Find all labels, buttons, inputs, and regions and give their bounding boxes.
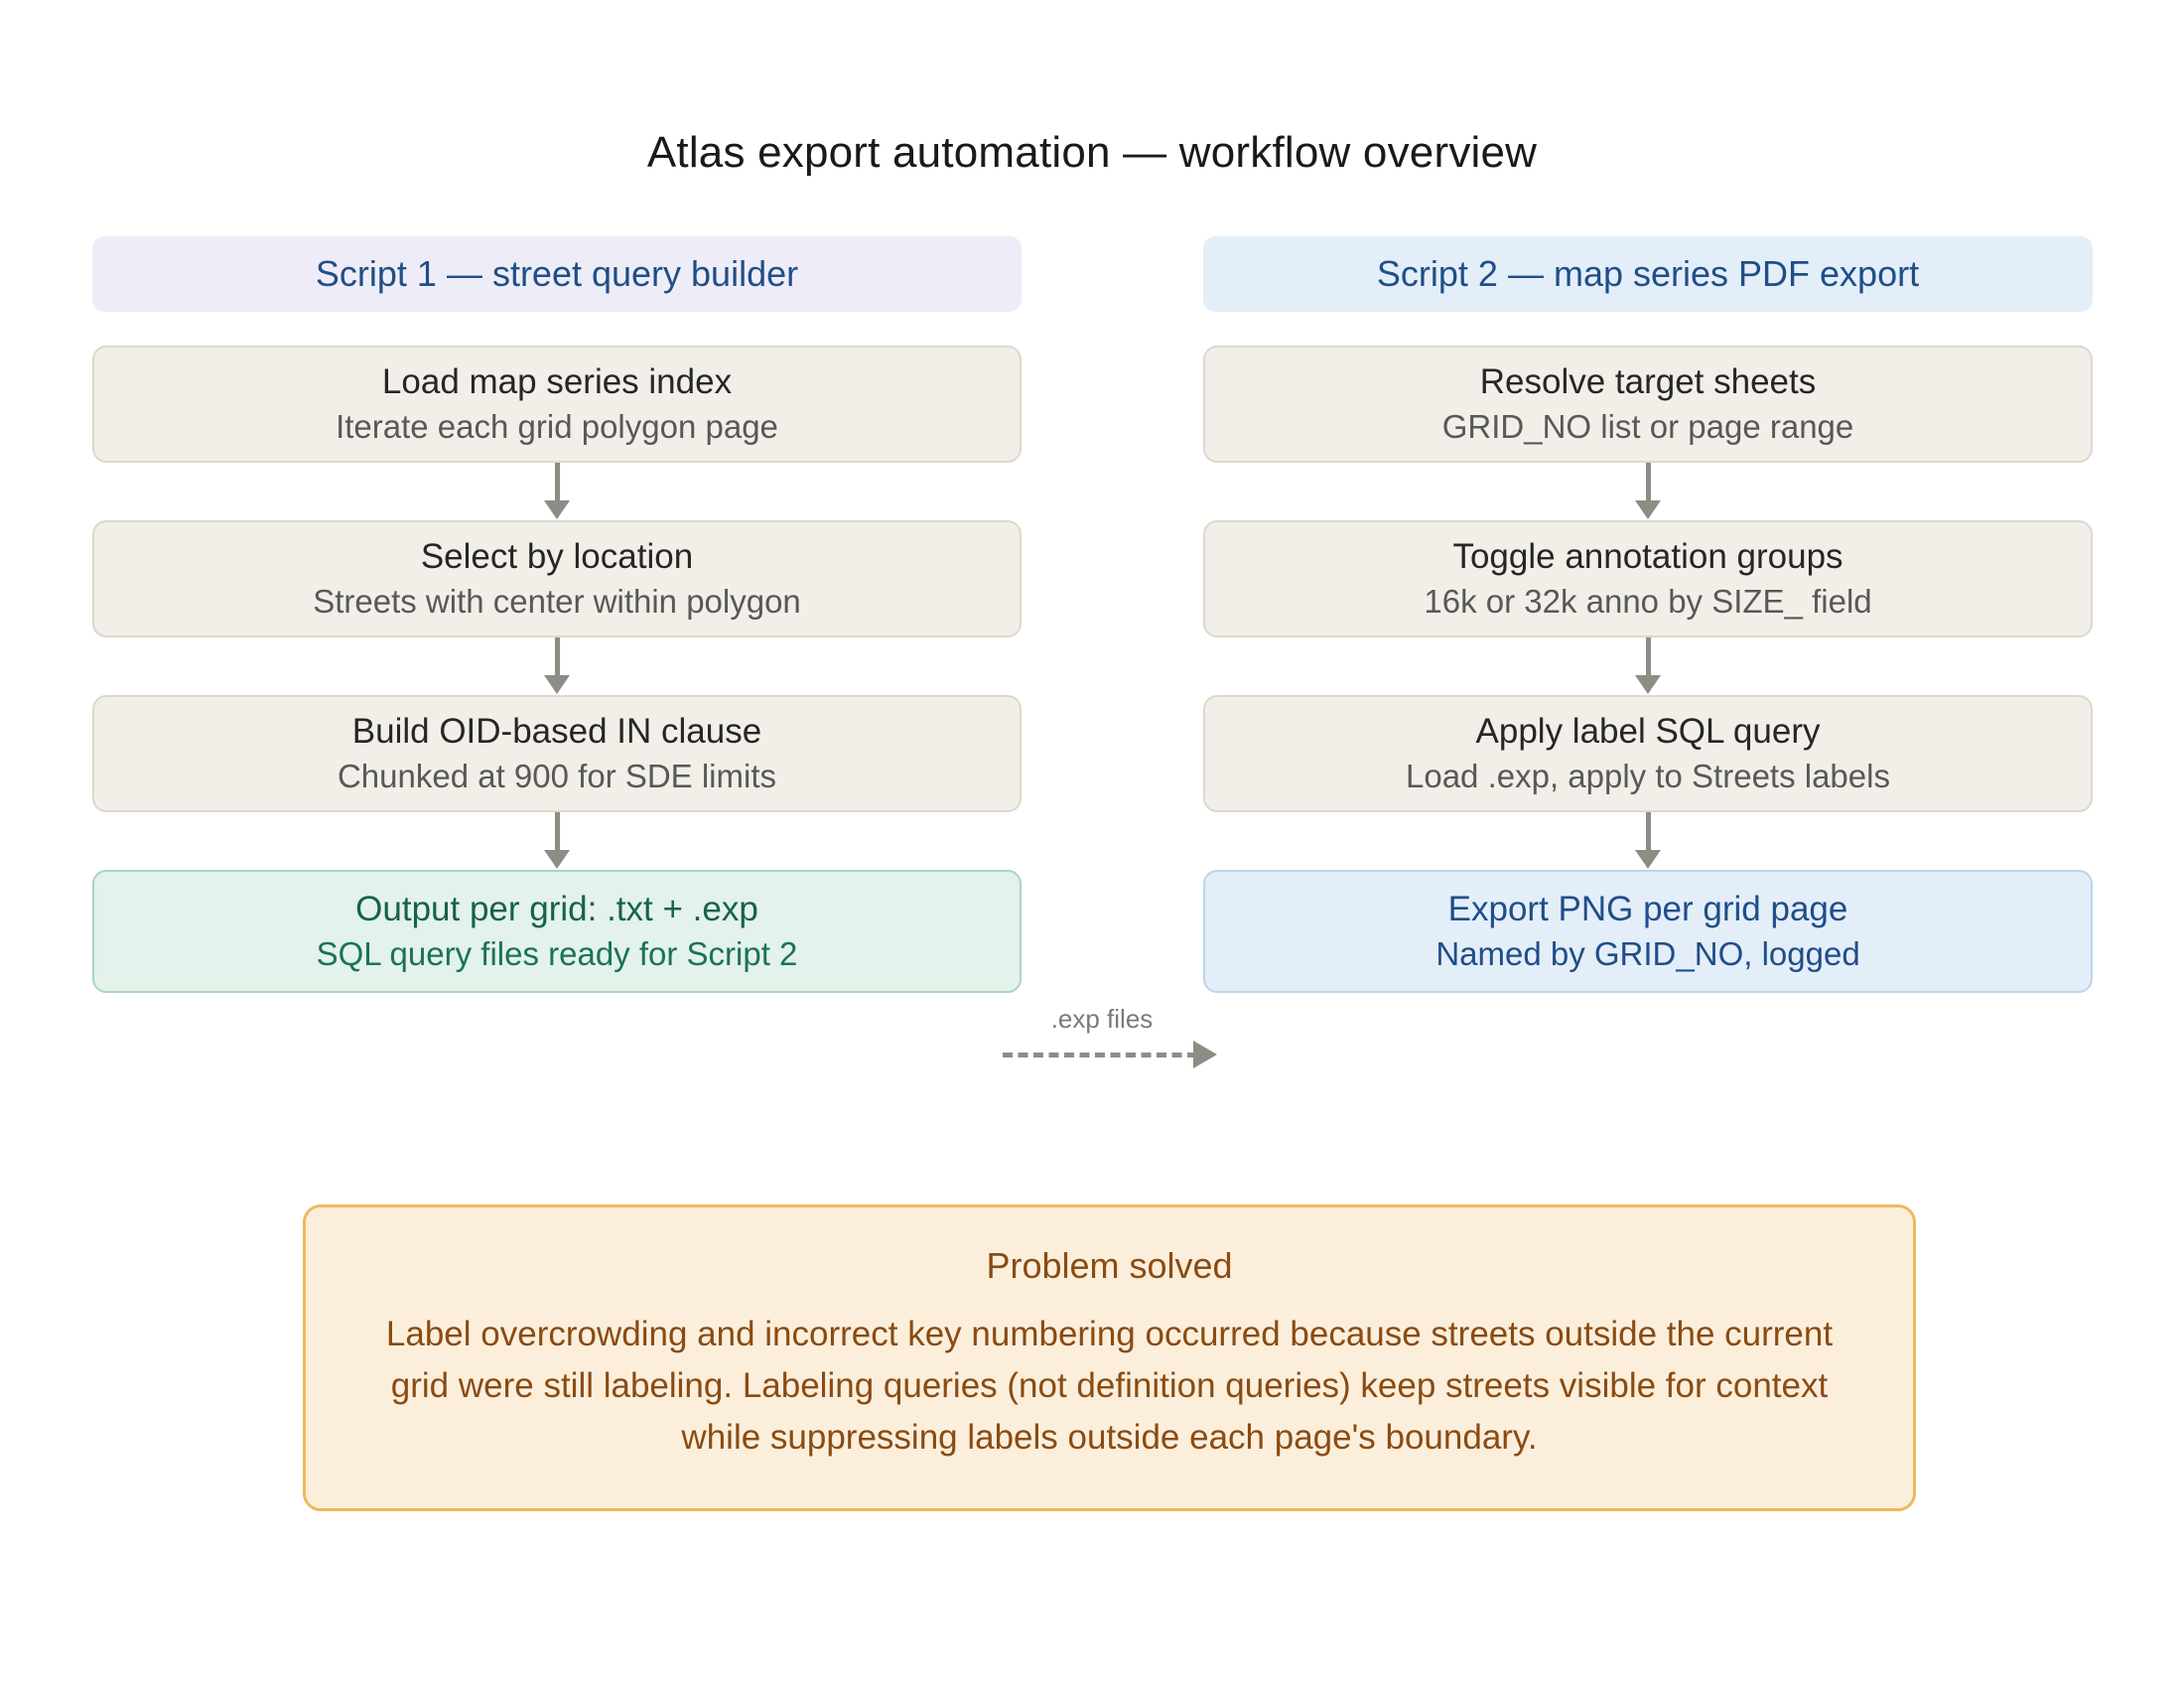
arrow-shaft	[554, 463, 560, 504]
arrow-step1-to-step2	[92, 463, 1022, 520]
node-title: Build OID-based IN clause	[351, 711, 762, 751]
node-build-oid-in-clause[interactable]: Build OID-based IN clause Chunked at 900…	[92, 695, 1022, 812]
node-title: Output per grid: .txt + .exp	[355, 889, 758, 928]
node-subtitle: SQL query files ready for Script 2	[316, 935, 798, 973]
node-apply-label-sql-query[interactable]: Apply label SQL query Load .exp, apply t…	[1203, 695, 2093, 812]
node-resolve-target-sheets[interactable]: Resolve target sheets GRID_NO list or pa…	[1203, 346, 2093, 463]
node-title: Select by location	[420, 536, 694, 576]
arrow-head-icon	[1635, 500, 1661, 519]
node-title: Apply label SQL query	[1475, 711, 1821, 751]
cross-link-label: .exp files	[1050, 1004, 1154, 1034]
node-subtitle: Load .exp, apply to Streets labels	[1406, 758, 1890, 795]
arrow-head-icon	[544, 850, 570, 869]
callout-problem-solved: Problem solved Label overcrowding and in…	[303, 1204, 1916, 1512]
arrow-step2-to-step3	[1203, 637, 2093, 695]
node-export-png-per-grid-page[interactable]: Export PNG per grid page Named by GRID_N…	[1203, 870, 2093, 993]
node-load-map-series-index[interactable]: Load map series index Iterate each grid …	[92, 346, 1022, 463]
arrow-step2-to-step3	[92, 637, 1022, 695]
column-header-label: Script 2 — map series PDF export	[1376, 253, 1920, 294]
node-title: Load map series index	[381, 361, 733, 401]
node-title: Resolve target sheets	[1479, 361, 1817, 401]
node-title: Export PNG per grid page	[1447, 889, 1848, 928]
node-toggle-annotation-groups[interactable]: Toggle annotation groups 16k or 32k anno…	[1203, 520, 2093, 637]
connector-header-to-step-1	[92, 312, 1022, 346]
arrow-shaft	[1645, 637, 1651, 679]
arrow-shaft	[554, 812, 560, 854]
node-subtitle: Iterate each grid polygon page	[336, 408, 778, 446]
node-select-by-location[interactable]: Select by location Streets with center w…	[92, 520, 1022, 637]
node-title: Toggle annotation groups	[1452, 536, 1843, 576]
connector-header-to-step-1	[1203, 312, 2093, 346]
arrow-step3-to-export	[1203, 812, 2093, 870]
node-subtitle: Streets with center within polygon	[313, 583, 801, 621]
arrow-head-icon	[1635, 675, 1661, 694]
arrow-step3-to-output	[92, 812, 1022, 870]
node-output-per-grid[interactable]: Output per grid: .txt + .exp SQL query f…	[92, 870, 1022, 993]
callout-title: Problem solved	[986, 1245, 1233, 1286]
column-script-1: Script 1 — street query builder Load map…	[92, 236, 1022, 993]
cross-link-exp-files: .exp files	[1003, 1004, 1223, 1068]
arrow-shaft	[554, 637, 560, 679]
node-subtitle: 16k or 32k anno by SIZE_ field	[1424, 583, 1872, 621]
arrow-step1-to-step2	[1203, 463, 2093, 520]
arrow-shaft	[1645, 463, 1651, 504]
column-header-script-1: Script 1 — street query builder	[92, 236, 1022, 312]
page-title: Atlas export automation — workflow overv…	[646, 128, 1538, 177]
column-header-script-2: Script 2 — map series PDF export	[1203, 236, 2093, 312]
node-subtitle: GRID_NO list or page range	[1441, 408, 1854, 446]
arrow-head-icon	[1635, 850, 1661, 869]
arrow-head-icon	[544, 500, 570, 519]
column-script-2: Script 2 — map series PDF export Resolve…	[1203, 236, 2093, 993]
node-subtitle: Chunked at 900 for SDE limits	[337, 758, 777, 795]
arrow-head-icon	[544, 675, 570, 694]
arrow-head-icon	[1193, 1041, 1217, 1068]
dashed-line	[1003, 1053, 1197, 1057]
node-subtitle: Named by GRID_NO, logged	[1435, 935, 1860, 973]
callout-body: Label overcrowding and incorrect key num…	[385, 1315, 1834, 1457]
column-header-label: Script 1 — street query builder	[315, 253, 799, 294]
arrow-shaft	[1645, 812, 1651, 854]
